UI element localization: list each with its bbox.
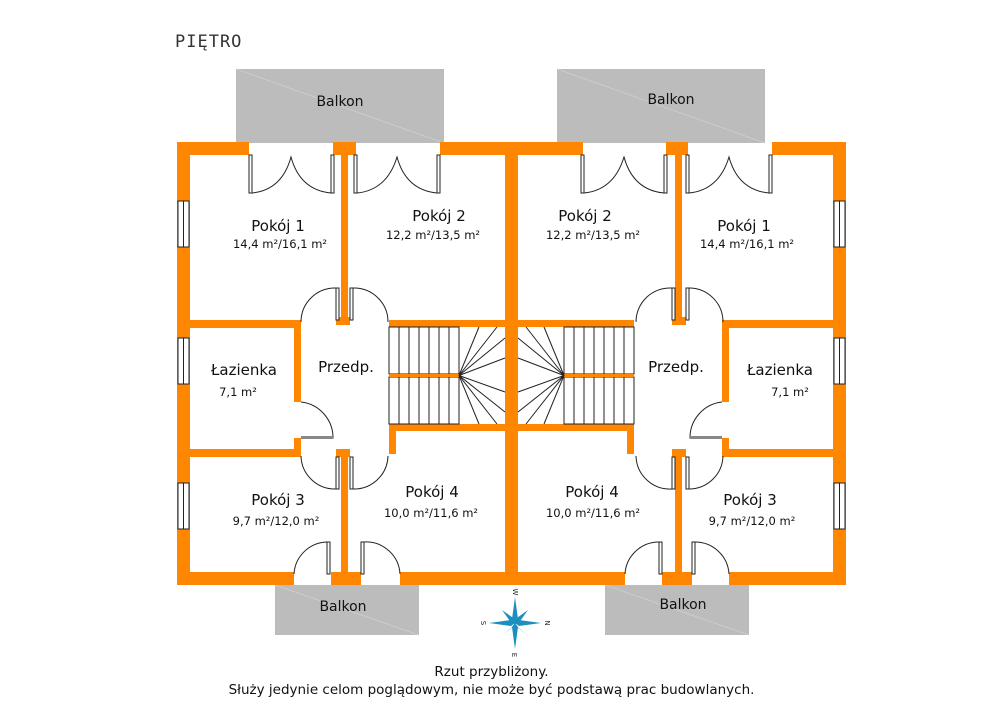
room-lazienka-left: Łazienka 7,1 m² [210, 361, 277, 399]
stair-rail [564, 374, 634, 377]
window [177, 482, 190, 530]
stair-flight [388, 326, 460, 375]
stair-flight [563, 376, 635, 425]
stair-winder [458, 375, 506, 413]
room-area: 7,1 m² [771, 385, 809, 399]
stair-winder [543, 326, 565, 376]
walls [177, 142, 846, 585]
room-area: 14,4 m²/16,1 m² [233, 237, 327, 251]
room-lazienka-right: Łazienka 7,1 m² [746, 361, 813, 399]
room-name: Pokój 4 [565, 483, 619, 501]
window [833, 337, 846, 385]
room-pokoj2-right: Pokój 2 12,2 m²/13,5 m² [546, 207, 640, 242]
floor-title: PIĘTRO [175, 32, 242, 52]
room-pokoj1-left: Pokój 1 14,4 m²/16,1 m² [233, 217, 327, 251]
room-area: 12,2 m²/13,5 m² [546, 228, 640, 242]
balcony-top-left: Balkon [235, 68, 445, 144]
room-area: 9,7 m²/12,0 m² [233, 514, 320, 528]
room-name: Przedp. [648, 358, 704, 376]
room-area: 10,0 m²/11,6 m² [546, 506, 640, 520]
room-name: Pokój 2 [558, 207, 612, 225]
windows [177, 200, 846, 530]
room-area: 9,7 m²/12,0 m² [709, 514, 796, 528]
stair-winder [458, 326, 480, 376]
stair-winder [458, 375, 480, 425]
balcony-label: Balkon [319, 599, 366, 615]
room-name: Łazienka [746, 361, 813, 379]
stair-winder [458, 326, 498, 376]
door-double [580, 154, 668, 194]
compass-rose-icon: W S N E [479, 589, 551, 658]
room-name: Przedp. [318, 358, 374, 376]
door-double [353, 154, 441, 194]
compass-e: E [510, 653, 518, 657]
room-name: Pokój 1 [251, 217, 305, 235]
window [177, 337, 190, 385]
window [833, 482, 846, 530]
stair-winder [517, 337, 565, 376]
balcony-bottom-right: Balkon [604, 584, 750, 636]
door-hallway-right [624, 287, 730, 575]
balcony-label: Balkon [647, 92, 694, 108]
room-name: Pokój 1 [717, 217, 771, 235]
room-pokoj3-right: Pokój 3 9,7 m²/12,0 m² [709, 491, 796, 528]
balcony-bottom-left: Balkon [274, 584, 420, 636]
balcony-label: Balkon [316, 94, 363, 110]
balcony-label: Balkon [659, 597, 706, 613]
stair-winder [458, 375, 498, 425]
stair-rail [389, 374, 459, 377]
room-pokoj3-left: Pokój 3 9,7 m²/12,0 m² [233, 491, 320, 528]
doors [248, 154, 773, 575]
room-name: Pokój 3 [251, 491, 305, 509]
room-pokoj2-left: Pokój 2 12,2 m²/13,5 m² [386, 207, 480, 242]
room-area: 14,4 m²/16,1 m² [700, 237, 794, 251]
compass-n: N [543, 620, 551, 625]
door-hallway-left [293, 287, 401, 575]
room-przedpokoj-right: Przedp. [648, 358, 704, 376]
stair-winder [458, 357, 506, 376]
door-double [685, 154, 773, 194]
room-name: Łazienka [210, 361, 277, 379]
room-name: Pokój 4 [405, 483, 459, 501]
window [833, 200, 846, 248]
stair-winder [458, 375, 506, 393]
room-area: 10,0 m²/11,6 m² [384, 506, 478, 520]
balcony-top-right: Balkon [556, 68, 766, 144]
stair-winder [525, 375, 565, 425]
window [177, 200, 190, 248]
room-name: Pokój 3 [723, 491, 777, 509]
stair-winder [525, 326, 565, 376]
compass-w: W [511, 589, 519, 596]
room-area: 12,2 m²/13,5 m² [386, 228, 480, 242]
stair-winder [543, 375, 565, 425]
room-pokoj4-left: Pokój 4 10,0 m²/11,6 m² [384, 483, 478, 520]
room-pokoj4-right: Pokój 4 10,0 m²/11,6 m² [546, 483, 640, 520]
staircase-right [517, 326, 635, 425]
footer-note-line1: Rzut przybliżony. [434, 664, 549, 680]
stair-winder [517, 375, 565, 393]
staircase-left [388, 326, 506, 425]
room-name: Pokój 2 [412, 207, 466, 225]
door-double [248, 154, 335, 194]
stair-winder [517, 375, 565, 413]
compass-s: S [479, 621, 487, 626]
room-area: 7,1 m² [219, 385, 257, 399]
stair-winder [517, 357, 565, 376]
stair-flight [388, 376, 460, 425]
footer-note-line2: Służy jedynie celom poglądowym, nie może… [228, 682, 755, 698]
stair-winder [458, 337, 506, 376]
room-pokoj1-right: Pokój 1 14,4 m²/16,1 m² [700, 217, 794, 251]
room-przedpokoj-left: Przedp. [318, 358, 374, 376]
